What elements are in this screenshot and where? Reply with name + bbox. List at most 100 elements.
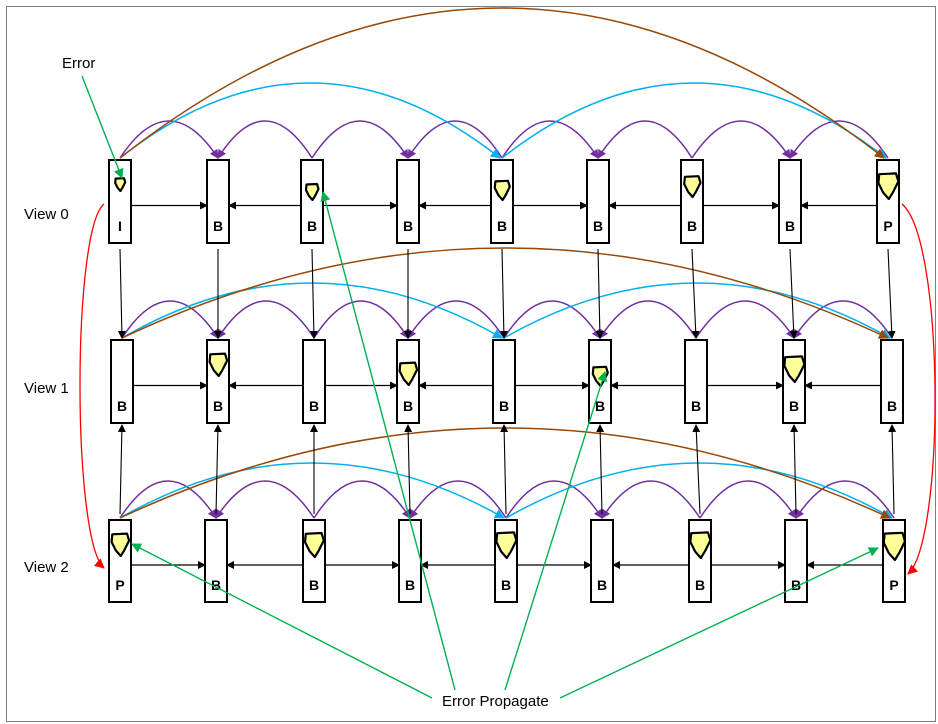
- prediction-arc-purple: [215, 480, 315, 519]
- inter-view-arrow-left: [79, 203, 105, 569]
- vertical-arrow-down: [309, 248, 318, 339]
- vertical-arrow-up: [404, 424, 413, 515]
- vertical-arrow-down: [499, 248, 508, 339]
- view-label-0: View 0: [24, 206, 69, 223]
- frame-type-label: B: [789, 398, 799, 414]
- frame-type-label: B: [307, 218, 317, 234]
- error-blob: [110, 532, 131, 558]
- prediction-arc-purple: [407, 300, 505, 339]
- prediction-arc-blue: [505, 462, 893, 519]
- error-label: Error: [62, 55, 95, 72]
- frame-type-label: B: [499, 398, 509, 414]
- inter-view-arrow-right: [901, 203, 936, 575]
- frame-type-label: B: [403, 398, 413, 414]
- prediction-arc-purple: [789, 120, 889, 159]
- view-label-2: View 2: [24, 559, 69, 576]
- prediction-arc-brown: [119, 7, 885, 159]
- error-propagate-arrow: [559, 547, 879, 699]
- view-label-1: View 1: [24, 380, 69, 397]
- prediction-arc-purple: [119, 480, 217, 519]
- error-propagate-arrow: [131, 543, 433, 699]
- frame-type-label: B: [593, 218, 603, 234]
- frame-type-label: B: [687, 218, 697, 234]
- frame-type-label: B: [309, 577, 319, 593]
- vertical-arrow-down: [887, 248, 896, 339]
- prediction-arc-purple: [217, 120, 313, 159]
- prediction-arc-purple: [699, 480, 797, 519]
- prediction-arc-purple: [503, 300, 601, 339]
- frame-v2-1: [204, 519, 228, 603]
- error-blob: [882, 531, 907, 562]
- prediction-arc-purple: [501, 120, 599, 159]
- frame-type-label: B: [117, 398, 127, 414]
- error-propagate-arrow: [504, 371, 608, 691]
- frame-type-label: B: [695, 577, 705, 593]
- error-blob: [783, 355, 806, 384]
- prediction-arc-purple: [313, 480, 411, 519]
- prediction-arc-purple: [793, 300, 893, 339]
- prediction-arc-purple: [119, 120, 219, 159]
- prediction-arc-purple: [691, 120, 791, 159]
- error-blob: [493, 179, 511, 202]
- frame-type-label: B: [211, 577, 221, 593]
- frame-type-label: B: [691, 398, 701, 414]
- vertical-arrow-down: [117, 248, 126, 339]
- error-blob: [114, 177, 127, 193]
- error-blob: [689, 531, 712, 560]
- prediction-arc-blue: [119, 82, 501, 159]
- prediction-arc-purple: [795, 480, 895, 519]
- frame-type-label: B: [597, 577, 607, 593]
- frame-v1-8: [880, 339, 904, 424]
- prediction-arc-purple: [311, 120, 409, 159]
- error-propagate-label: Error Propagate: [442, 693, 549, 710]
- error-blob: [495, 531, 518, 560]
- frame-type-label: B: [595, 398, 605, 414]
- frame-v1-6: [684, 339, 708, 424]
- prediction-arc-blue: [501, 82, 887, 159]
- frame-v0-7: [778, 159, 802, 244]
- frame-type-label: P: [883, 218, 892, 234]
- frame-type-label: B: [309, 398, 319, 414]
- prediction-arc-purple: [597, 120, 693, 159]
- frame-v2-5: [590, 519, 614, 603]
- frame-v1-0: [110, 339, 134, 424]
- prediction-arc-brown: [121, 247, 889, 339]
- vertical-arrow-up: [692, 424, 701, 515]
- error-blob: [683, 175, 702, 199]
- error-blob: [877, 172, 900, 201]
- error-pointer-arrow: [81, 75, 124, 179]
- prediction-arc-purple: [407, 120, 503, 159]
- prediction-arc-purple: [505, 480, 603, 519]
- prediction-arc-purple: [599, 300, 697, 339]
- vertical-arrow-up: [213, 424, 222, 515]
- vertical-arrow-down: [691, 248, 700, 339]
- prediction-arc-blue: [503, 282, 891, 339]
- frame-v0-1: [206, 159, 230, 244]
- prediction-arc-purple: [121, 300, 219, 339]
- vertical-arrow-up: [117, 424, 126, 515]
- frame-type-label: B: [213, 398, 223, 414]
- vertical-arrow-down: [789, 248, 798, 339]
- error-blob: [304, 182, 320, 202]
- vertical-arrow-up: [790, 424, 799, 515]
- frame-type-label: P: [115, 577, 124, 593]
- frame-v1-2: [302, 339, 326, 424]
- vertical-arrow-up: [500, 424, 509, 515]
- frame-type-label: B: [405, 577, 415, 593]
- error-blob: [398, 361, 419, 387]
- frame-type-label: P: [889, 577, 898, 593]
- vertical-arrow-up: [888, 424, 897, 515]
- prediction-arc-purple: [601, 480, 701, 519]
- frame-v1-4: [492, 339, 516, 424]
- prediction-arc-purple: [695, 300, 795, 339]
- frame-type-label: B: [497, 218, 507, 234]
- frame-type-label: I: [118, 218, 122, 234]
- vertical-arrow-up: [596, 424, 605, 515]
- prediction-arc-blue: [119, 462, 505, 519]
- error-blob: [208, 352, 229, 378]
- frame-v0-5: [586, 159, 610, 244]
- vertical-arrow-down: [595, 248, 604, 339]
- prediction-arc-purple: [313, 300, 409, 339]
- prediction-arc-purple: [217, 300, 315, 339]
